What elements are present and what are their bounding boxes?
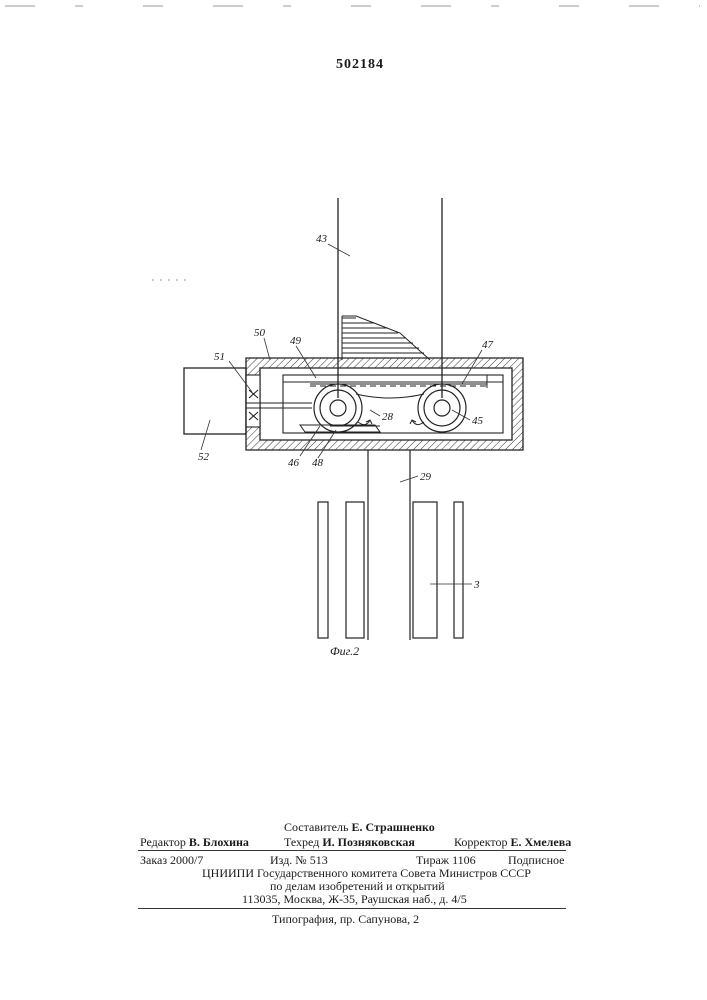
label-50: 50 — [254, 326, 265, 340]
institute-line-2: по делам изобретений и открытий — [270, 879, 445, 893]
drive-shaft-51 — [246, 375, 312, 427]
guides-3 — [318, 502, 463, 638]
institute-line-1: ЦНИИПИ Государственного комитета Совета … — [202, 866, 531, 880]
label-52: 52 — [198, 450, 209, 464]
editor-line: Редактор В. Блохина — [140, 835, 249, 849]
label-46: 46 — [288, 456, 299, 470]
printer-line: Типография, пр. Сапунова, 2 — [272, 912, 419, 926]
stepped-plates — [342, 316, 430, 360]
corrector-line: Корректор Е. Хмелева — [454, 835, 571, 849]
compiler-prefix: Составитель — [284, 820, 348, 834]
strip-29 — [368, 450, 410, 640]
techred-name: И. Позняковская — [322, 835, 415, 849]
label-48: 48 — [312, 456, 323, 470]
corrector-prefix: Корректор — [454, 835, 508, 849]
label-29: 29 — [420, 470, 431, 484]
edition-number: Изд. № 513 — [270, 853, 328, 867]
housing-50 — [246, 358, 523, 450]
divider-top — [138, 850, 566, 851]
label-49: 49 — [290, 334, 301, 348]
motor-52 — [184, 368, 246, 434]
label-43: 43 — [316, 232, 327, 246]
subscription-note: Подписное — [508, 853, 565, 867]
compiler-name: Е. Страшненко — [351, 820, 434, 834]
order-number: Заказ 2000/7 — [140, 853, 203, 867]
compiler-line: Составитель Е. Страшненко — [284, 820, 435, 834]
techred-prefix: Техред — [284, 835, 319, 849]
institute-address: 113035, Москва, Ж-35, Раушская наб., д. … — [242, 892, 467, 906]
leader-lines — [201, 244, 482, 584]
label-3: 3 — [474, 578, 480, 592]
print-run: Тираж 1106 — [416, 853, 476, 867]
corrector-name: Е. Хмелева — [511, 835, 572, 849]
editor-name: В. Блохина — [189, 835, 249, 849]
techred-line: Техред И. Позняковская — [284, 835, 415, 849]
label-47: 47 — [482, 338, 493, 352]
editor-prefix: Редактор — [140, 835, 186, 849]
label-28: 28 — [382, 410, 393, 424]
label-51: 51 — [214, 350, 225, 364]
divider-bottom — [138, 908, 566, 909]
figure-caption: Фиг.2 — [330, 644, 359, 658]
scan-marks — [5, 6, 700, 280]
label-45: 45 — [472, 414, 483, 428]
